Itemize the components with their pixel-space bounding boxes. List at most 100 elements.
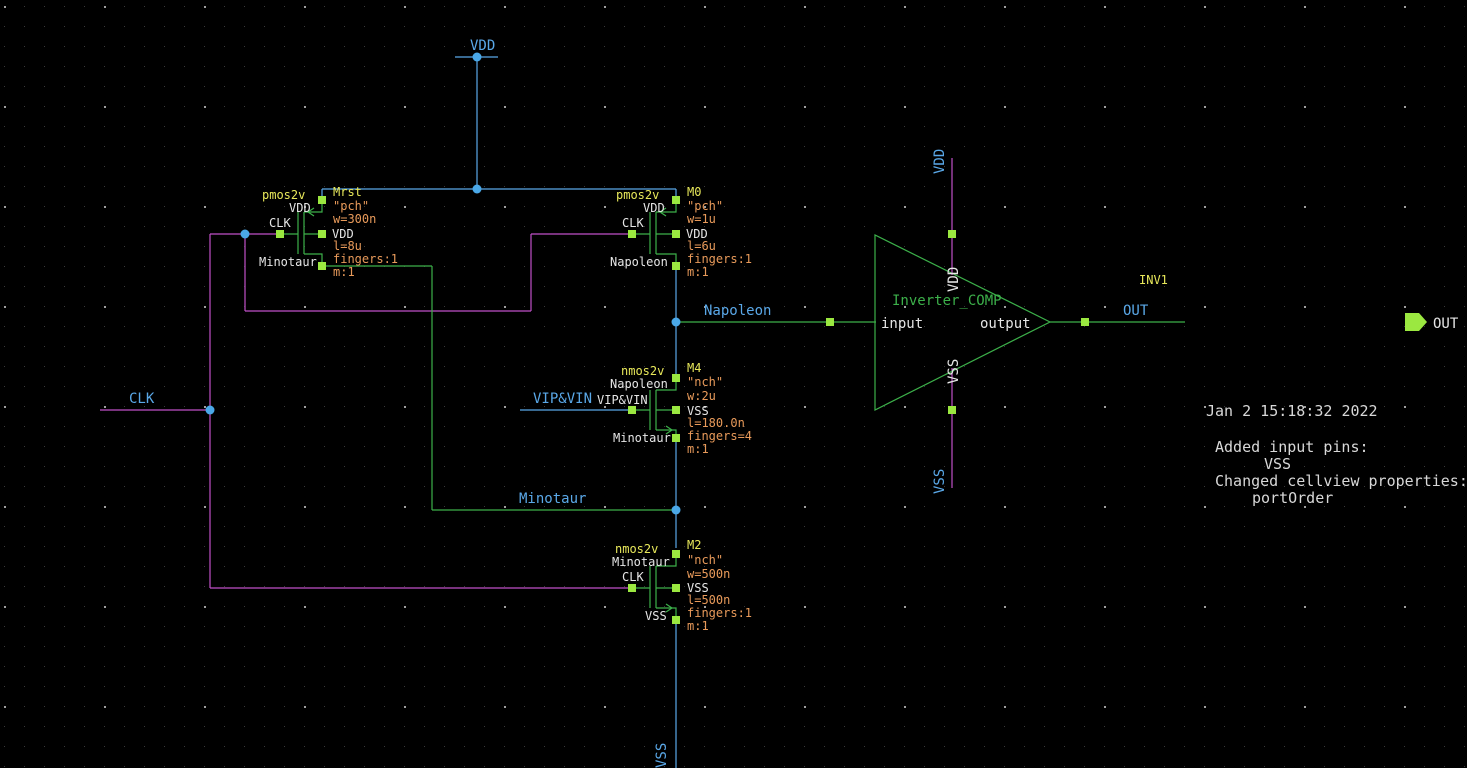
note-line: VSS	[1264, 455, 1291, 473]
param: l=500n	[687, 593, 730, 607]
note-line: portOrder	[1252, 489, 1333, 507]
note-line: Changed cellview properties:	[1215, 472, 1467, 490]
model-label: nmos2v	[615, 542, 658, 556]
param: w=300n	[333, 212, 376, 226]
pin-label-s: VSS	[645, 609, 667, 623]
pin[interactable]	[1081, 318, 1089, 326]
pin-label-d: Minotaur	[259, 255, 317, 269]
pin-label-g: VIP&VIN	[597, 393, 648, 407]
vip-vin-net-label: VIP&VIN	[533, 391, 592, 407]
param: w=500n	[687, 567, 730, 581]
pin[interactable]	[276, 230, 284, 238]
junction-dot[interactable]	[671, 505, 681, 515]
pin-label-b: VDD	[686, 227, 708, 241]
inverter-inv1[interactable]: INV1 Inverter_COMP input output VDD VSS	[826, 230, 1168, 414]
output-pin-icon	[1405, 313, 1427, 331]
vdd-net-label: VDD	[470, 38, 495, 54]
inverter-instance-name: INV1	[1139, 273, 1168, 287]
param: l=180.0n	[687, 416, 745, 430]
param: fingers:1	[333, 252, 398, 266]
param: m:1	[687, 442, 709, 456]
note-line: Added input pins:	[1215, 438, 1369, 456]
minotaur-net-label: Minotaur	[519, 491, 586, 507]
pin-label-d: Minotaur	[612, 555, 670, 569]
pin-label-b: VSS	[687, 404, 709, 418]
pin[interactable]	[672, 196, 680, 204]
minotaur-net-wires[interactable]	[322, 265, 676, 511]
param: fingers:1	[687, 252, 752, 266]
output-pin-out[interactable]: OUT	[1405, 313, 1459, 332]
pin[interactable]	[672, 550, 680, 558]
inverter-vss-net-label: VSS	[932, 469, 948, 494]
pin-label-b: VSS	[687, 581, 709, 595]
grid-major	[4, 6, 1467, 768]
model-label: pmos2v	[616, 188, 659, 202]
pin[interactable]	[948, 406, 956, 414]
pin[interactable]	[318, 196, 326, 204]
pin[interactable]	[672, 262, 680, 270]
pin-label-s: Minotaur	[613, 431, 671, 445]
param: "pch"	[687, 199, 723, 213]
inverter-output-label: output	[980, 316, 1031, 332]
param: fingers:1	[687, 606, 752, 620]
junction-dot[interactable]	[205, 405, 215, 415]
pin[interactable]	[672, 230, 680, 238]
transistor-m4[interactable]: nmos2v M4 Napoleon VIP&VIN VSS Minotaur …	[597, 361, 752, 456]
inverter-vdd-net-label: VDD	[932, 149, 948, 174]
output-pin-label: OUT	[1433, 316, 1459, 332]
napoleon-net-label: Napoleon	[704, 303, 771, 319]
param: w:2u	[687, 389, 716, 403]
param: "nch"	[687, 553, 723, 567]
pin[interactable]	[672, 584, 680, 592]
change-note: Jan 2 15:18:32 2022 Added input pins: VS…	[1206, 402, 1467, 507]
vdd-net-wires[interactable]	[321, 56, 677, 200]
param: l=8u	[333, 239, 362, 253]
clk-net-label: CLK	[129, 391, 155, 407]
pin[interactable]	[948, 230, 956, 238]
param: l=6u	[687, 239, 716, 253]
transistor-m2[interactable]: nmos2v M2 Minotaur CLK VSS VSS "nch" w=5…	[612, 538, 752, 633]
pin[interactable]	[318, 262, 326, 270]
instance-name: Mrst	[333, 185, 362, 199]
param: fingers=4	[687, 429, 752, 443]
note-date: Jan 2 15:18:32 2022	[1206, 402, 1378, 420]
pin[interactable]	[672, 434, 680, 442]
pin-label-g: CLK	[622, 216, 644, 230]
pin[interactable]	[318, 230, 326, 238]
pin[interactable]	[672, 616, 680, 624]
junction-dot[interactable]	[240, 229, 250, 239]
pin[interactable]	[672, 374, 680, 382]
instance-name: M0	[687, 185, 701, 199]
param: "nch"	[687, 375, 723, 389]
param: m:1	[333, 265, 355, 279]
param: m:1	[687, 265, 709, 279]
param: "pch"	[333, 199, 369, 213]
pin-label-d: Napoleon	[610, 377, 668, 391]
pin-label-s: VDD	[289, 201, 311, 215]
inverter-vss-pin-label: VSS	[946, 359, 962, 384]
junction-dot[interactable]	[472, 184, 482, 194]
model-label: pmos2v	[262, 188, 305, 202]
pin-label-g: CLK	[269, 216, 291, 230]
out-net-label: OUT	[1123, 303, 1149, 319]
pin[interactable]	[628, 230, 636, 238]
inverter-input-label: input	[881, 316, 923, 332]
junction-dot[interactable]	[671, 317, 681, 327]
transistor-mrst[interactable]: pmos2v Mrst VDD CLK VDD Minotaur "pch" w…	[259, 185, 398, 279]
junction-dot[interactable]	[472, 52, 482, 62]
inverter-symbol	[874, 234, 1052, 411]
instance-name: M2	[687, 538, 701, 552]
pin[interactable]	[628, 406, 636, 414]
pin[interactable]	[628, 584, 636, 592]
pin[interactable]	[826, 318, 834, 326]
pin[interactable]	[672, 406, 680, 414]
pin-label-d: Napoleon	[610, 255, 668, 269]
model-label: nmos2v	[621, 364, 664, 378]
inverter-cell-name: Inverter_COMP	[892, 293, 1002, 309]
transistor-m0[interactable]: pmos2v M0 VDD CLK VDD Napoleon "pch" w=1…	[610, 185, 752, 279]
param: m:1	[687, 619, 709, 633]
pin-label-b: VDD	[332, 227, 354, 241]
vss-bottom-net-label: VSS	[654, 743, 670, 768]
inverter-vdd-pin-label: VDD	[946, 267, 962, 292]
